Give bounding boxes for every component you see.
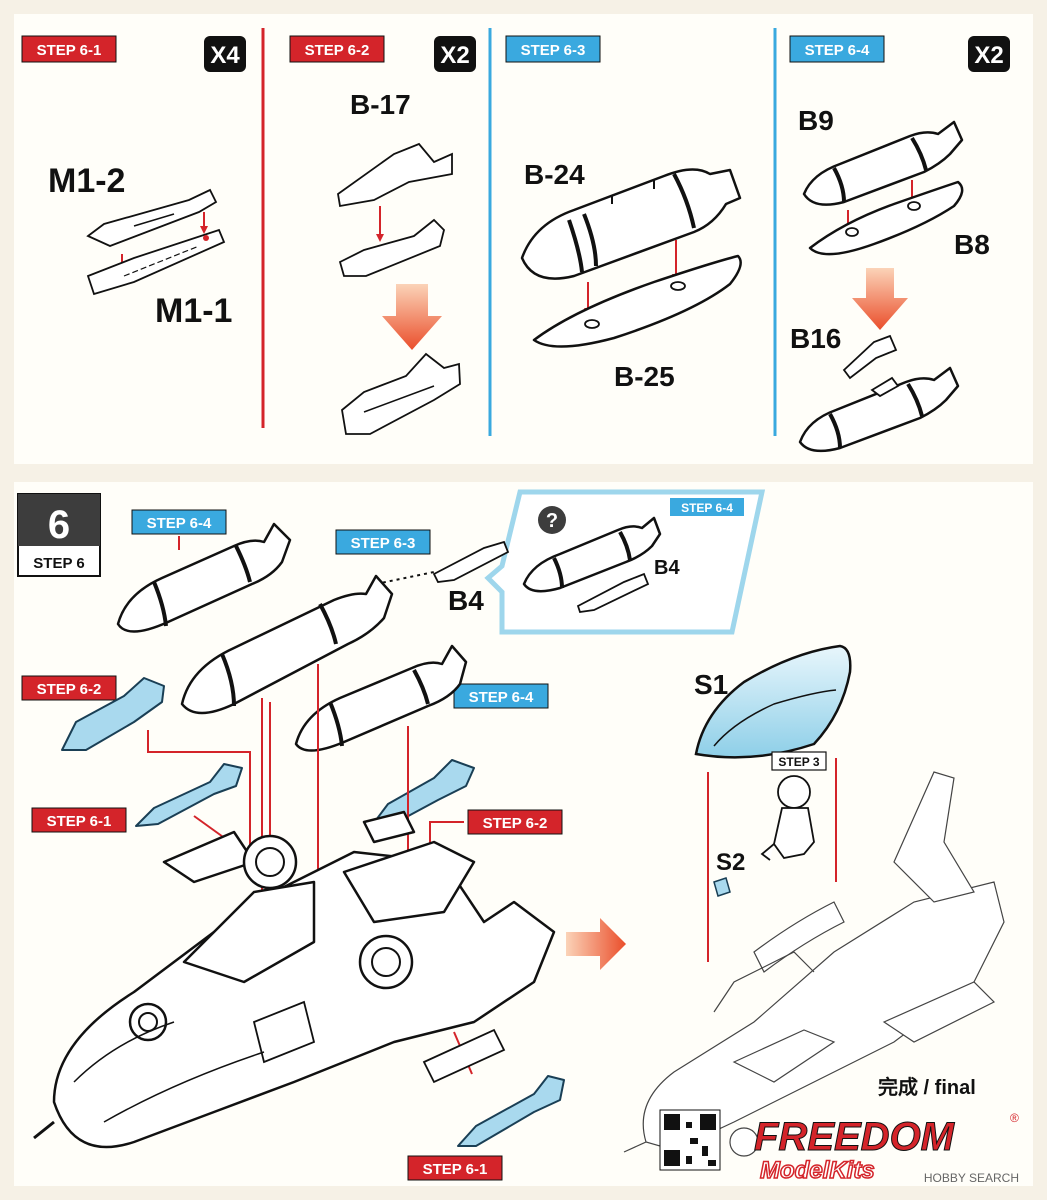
svg-text:STEP 6-4: STEP 6-4 [469,689,534,706]
step-6-3-section: STEP 6-3 B-24 B-25 [505,35,742,392]
qty-x4-text: X4 [210,42,240,69]
step-6-4-tag-text: STEP 6-4 [805,42,870,59]
alternate-mount-callout: STEP 6-4 ? B4 [484,489,766,635]
canopy-s1 [694,644,852,759]
final-aircraft [623,771,1005,1157]
label-m1-2: M1-2 [48,162,125,200]
svg-text:STEP 6-4: STEP 6-4 [147,515,212,532]
tag-step-6-1-bottom: STEP 6-1 [407,1155,503,1181]
fuel-tank-b9-part [802,120,964,206]
part-s2 [713,877,731,897]
orange-arrow-down-1 [382,284,442,350]
tag-step-3: STEP 3 [771,751,827,771]
tag-step-6-1-left: STEP 6-1 [31,807,127,833]
step-6-1-tag-text: STEP 6-1 [37,42,102,59]
step-6-1-section: STEP 6-1 X4 M1-2 M1-1 [21,35,246,330]
step-6-2-section: STEP 6-2 X2 B-17 [289,35,476,435]
blue-missile-step-6-1-left [135,763,243,827]
label-b4: B4 [448,585,484,616]
label-b8: B8 [954,229,990,260]
part-b16 [842,334,898,380]
svg-text:?: ? [546,510,558,532]
label-b16: B16 [790,323,841,354]
qty-x2-a-text: X2 [440,42,469,69]
label-b-24: B-24 [524,159,585,190]
label-b-17: B-17 [350,89,411,120]
label-m1-1: M1-1 [155,292,232,330]
qty-badge-x4 [204,36,246,72]
svg-text:STEP 6-2: STEP 6-2 [483,815,548,832]
qr-code-icon [659,1109,721,1171]
top-instruction-panel: STEP 6-1 X4 M1-2 M1-1 STEP 6-2 X2 B-17 [14,14,1033,464]
label-b9: B9 [798,105,834,136]
part-b4 [432,540,510,583]
fuel-tank-b24-part [520,168,742,280]
step-number-box: 6 STEP 6 [17,493,101,577]
tag-step-6-2-right: STEP 6-2 [467,809,563,835]
label-b-25: B-25 [614,361,675,392]
aircraft-underside-view [33,810,556,1149]
orange-arrow-right [566,918,626,970]
svg-text:FREEDOM: FREEDOM [754,1115,956,1159]
step-number: 6 [48,503,70,547]
step-6-3-tag-text: STEP 6-3 [521,42,586,59]
svg-text:B4: B4 [654,557,680,579]
blue-missile-step-6-1-bottom [457,1075,565,1147]
step-label: STEP 6 [33,555,84,572]
bottom-instruction-panel: 6 STEP 6 STEP 6-4 STEP 6-3 STEP 6-2 STEP… [14,482,1033,1186]
svg-text:STEP 6-2: STEP 6-2 [37,681,102,698]
step-6-1-tag [21,35,117,63]
svg-text:STEP 6-1: STEP 6-1 [47,813,112,830]
watermark: HOBBY SEARCH [924,1171,1019,1185]
blue-missile-step-6-2-left [61,677,165,751]
tag-step-6-2-left: STEP 6-2 [21,675,117,701]
exploded-tank-right [294,644,468,752]
step-6-2-tag [289,35,385,63]
final-label: 完成 / final [878,1075,976,1099]
qty-x2-b-text: X2 [974,42,1003,69]
svg-text:STEP 6-1: STEP 6-1 [423,1161,488,1178]
pylon-b8-part [808,180,964,256]
pilot-figure [760,775,815,861]
step-6-2-tag-text: STEP 6-2 [305,42,370,59]
label-s2: S2 [716,849,745,876]
svg-text:STEP 6-4: STEP 6-4 [681,501,733,515]
step-6-3-tag [505,35,601,63]
question-mark-icon [538,506,566,534]
label-s1: S1 [694,669,728,700]
svg-text:ModelKits: ModelKits [760,1157,875,1184]
pylon-b17-part [337,142,453,208]
exploded-tank-left [116,522,292,633]
assembled-b9-tank [798,366,960,453]
missile-b17-part [338,218,445,277]
rail-m1-1-part [86,228,226,296]
orange-arrow-down-2 [852,268,908,330]
missile-m1-2-part [86,188,218,247]
top-steps-svg: STEP 6-1 X4 M1-2 M1-1 STEP 6-2 X2 B-17 [21,28,1010,453]
qty-badge-x2-b [968,36,1010,72]
exploded-tank-center [180,574,394,715]
tag-step-6-4-top: STEP 6-4 [131,509,227,535]
step-6-4-section: STEP 6-4 X2 B9 B8 B16 [789,35,1010,453]
svg-text:STEP 6-3: STEP 6-3 [351,535,416,552]
pylon-b25-part [532,254,742,348]
tag-step-6-3: STEP 6-3 [335,529,431,555]
qty-badge-x2-a [434,36,476,72]
bottom-step-svg: 6 STEP 6 STEP 6-4 STEP 6-3 STEP 6-2 STEP… [17,489,1020,1185]
svg-text:STEP 3: STEP 3 [778,755,819,769]
step-6-4-tag [789,35,885,63]
svg-text:®: ® [1010,1111,1019,1125]
assembled-b17-missile [341,352,461,435]
tag-step-6-4-right: STEP 6-4 [453,683,549,709]
freedom-modelkits-logo: FREEDOM ® ModelKits [754,1111,1020,1185]
